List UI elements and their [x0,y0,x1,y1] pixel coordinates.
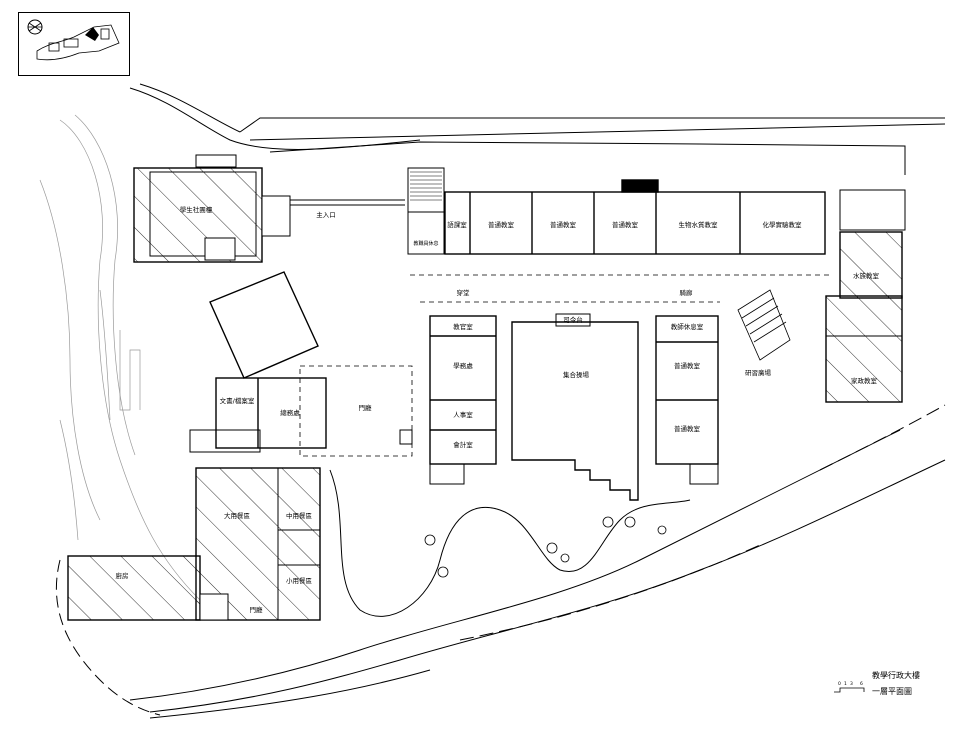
north-wing [407,167,906,255]
label-canteen-large: 大用餐區 [224,511,251,520]
label-chem-lab: 化學實驗教室 [763,220,803,229]
label-classroom-5: 普通教室 [674,424,701,433]
scale-bar: 0 1 3 6 [834,681,865,693]
label-documents: 文書/檔案室 [220,396,255,405]
label-plaza: 研習廣場 [745,368,772,377]
label-teachers-room-small: 教職員休息 [413,240,438,247]
label-personnel: 人事室 [453,410,473,419]
label-corridor-left: 穿堂 [457,288,471,297]
tilted-pavilion [209,271,319,379]
room-labels: 學生社團樓 主入口 教職員休息 語課室 普通教室 普通教室 普通教室 生物水質教… [116,205,880,614]
scale-tick-3: 3 [850,681,853,687]
scale-tick-6: 6 [860,681,863,687]
label-teacher-lounge: 教師休息室 [671,322,704,331]
road-lines [55,83,946,719]
east-block [655,315,719,485]
garden-circles [424,516,667,578]
label-gate: 門廳 [250,605,264,614]
label-classroom-4: 普通教室 [674,361,701,370]
label-canteen-mid: 中用餐區 [286,511,313,520]
label-main-entrance: 主入口 [316,210,336,219]
label-classroom-1: 普通教室 [488,220,515,229]
arcade-lines [299,274,830,457]
label-home-ec: 家政教室 [851,376,878,385]
east-hatched-rooms [825,231,903,403]
label-student-union: 學生社團樓 [180,205,213,214]
garden-outline [329,469,691,617]
label-bio-lab: 生物水質教室 [679,220,719,229]
label-corridor-right: 騎廊 [680,288,694,297]
label-special-classroom: 語課室 [447,220,467,229]
student-union-building [133,154,405,263]
label-assembly: 集合操場 [563,370,590,379]
label-student-affairs: 學務處 [453,361,473,370]
label-kitchen: 廚房 [116,571,129,580]
scale-tick-0: 0 [838,681,841,687]
key-map [18,12,130,76]
assembly-field [511,313,639,501]
site-contours [39,114,201,601]
label-art-room: 水族教室 [853,271,880,280]
label-canteen-small: 小用餐區 [286,576,313,585]
east-stairs [737,289,791,361]
key-map-drawing [27,19,120,61]
canteen-block [67,467,321,621]
admin-office-block [189,377,413,453]
label-lobby: 門廳 [359,403,373,412]
label-podium: 司令台 [563,315,583,324]
label-general-affairs: 總務處 [280,408,300,417]
title-block: 教學行政大樓 一層平面圖 [872,668,920,700]
label-classroom-2: 普通教室 [550,220,577,229]
building-title: 教學行政大樓 [872,671,920,680]
label-classroom-3: 普通教室 [612,220,639,229]
scale-tick-1: 1 [844,681,847,687]
floor-title: 一層平面圖 [872,687,912,696]
west-admin-block [429,315,497,485]
label-academic: 教官室 [453,322,473,331]
label-accounting: 會計室 [453,440,473,449]
stair-north [410,171,442,201]
